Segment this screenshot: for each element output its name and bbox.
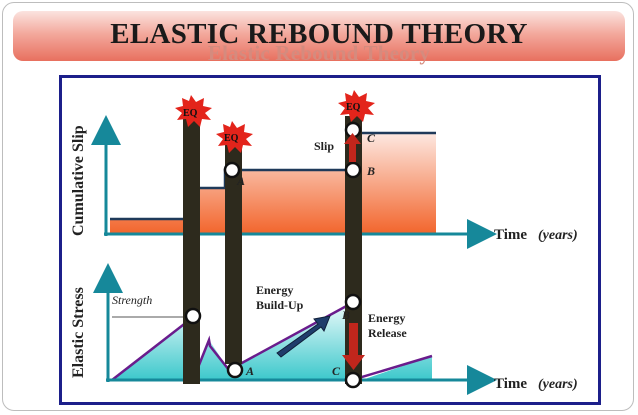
eq-burst-1-shape: [175, 95, 212, 127]
slip-label: Slip: [314, 139, 334, 153]
slip-points: A B C: [223, 121, 376, 188]
slip-point-b-label: B: [366, 164, 375, 178]
slip-arrow-head: [344, 133, 361, 144]
eq-column-2: [225, 140, 242, 364]
energy-release-label-1: Energy: [368, 311, 405, 325]
slip-point-c-label: C: [367, 131, 376, 145]
energy-buildup-arrow: Energy Build-Up: [256, 283, 331, 358]
slip-x-axis-unit: (years): [538, 228, 578, 243]
eq-burst-3-shape: [338, 90, 375, 122]
eq-burst-2-shape: [216, 121, 253, 153]
slip-point-a-label: A: [236, 174, 245, 188]
slide-title: ELASTIC REBOUND THEORY: [110, 18, 528, 50]
stress-x-axis-unit: (years): [538, 377, 578, 392]
eq-burst-1-label: EQ: [183, 108, 198, 119]
eq-burst-3: EQ: [338, 90, 375, 122]
eq-burst-1: EQ: [175, 95, 212, 127]
slip-y-axis-label: Cumulative Slip: [70, 125, 87, 236]
eq-column-3: [345, 116, 362, 384]
stress-points: A B C: [184, 293, 362, 389]
energy-release-arrow-head: [342, 355, 365, 370]
stress-point-b: [344, 293, 362, 311]
slide-subtitle-shadow: Elastic Rebound Theory: [207, 41, 431, 65]
energy-buildup-label-1: Energy: [256, 283, 293, 297]
stress-x-axis-label: Time: [494, 376, 527, 392]
stress-point-peak-1: [184, 307, 202, 325]
stress-point-c-label: C: [332, 364, 341, 378]
energy-buildup-label-2: Build-Up: [256, 298, 304, 312]
slide: Elastic Rebound Theory ELASTIC REBOUND T…: [2, 2, 634, 411]
stress-y-axis-label: Elastic Stress: [70, 287, 87, 378]
slip-point-a: [223, 161, 241, 179]
stress-panel: Elastic Stress Time (years) Strength: [70, 263, 578, 395]
stress-point-a-label: A: [245, 364, 254, 378]
eq-burst-2: EQ: [216, 121, 253, 153]
stress-point-b-label: B: [341, 308, 350, 322]
stress-point-c: [344, 371, 362, 389]
energy-release-label-2: Release: [368, 326, 407, 340]
eq-burst-3-label: EQ: [346, 102, 361, 113]
elastic-rebound-diagram: Cumulative Slip Time (years) Elastic Str…: [70, 90, 578, 395]
strength-label: Strength: [112, 293, 152, 307]
energy-release-arrow-shaft: [349, 323, 358, 357]
slip-x-axis-label: Time: [494, 227, 527, 243]
eq-burst-2-label: EQ: [224, 133, 239, 144]
stress-point-a: [226, 361, 244, 379]
slip-arrow-shaft: [349, 142, 356, 162]
title-bar: Elastic Rebound Theory ELASTIC REBOUND T…: [13, 11, 625, 65]
energy-release-arrow: Energy Release: [342, 311, 407, 370]
energy-buildup-arrow-shape: [276, 315, 331, 358]
eq-column-1: [183, 114, 200, 384]
slip-point-b: [344, 161, 362, 179]
diagram-frame: Cumulative Slip Time (years) Elastic Str…: [59, 75, 601, 405]
slip-arrow: Slip: [314, 133, 361, 162]
